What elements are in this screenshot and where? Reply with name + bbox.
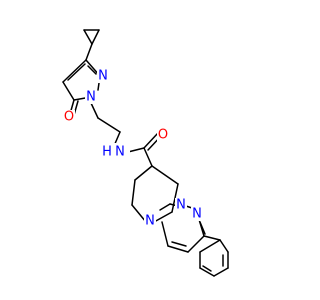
atom-label-n: N — [98, 69, 108, 84]
bond — [127, 147, 145, 153]
bond — [171, 241, 187, 247]
bond — [213, 267, 229, 277]
chemical-structure: N N O H N O N N N — [62, 29, 229, 277]
atom-label-nh-n: N — [115, 145, 125, 160]
atom-n-pyridazine-1: N — [175, 198, 187, 213]
bond — [143, 147, 153, 167]
bond — [134, 165, 153, 181]
atom-labels: N N O H N O N N N — [63, 69, 203, 229]
bond — [62, 59, 87, 83]
atom-o-ring-carbonyl: O — [63, 110, 75, 125]
bond — [161, 221, 169, 247]
atom-n-pyrimidinone-3: N — [97, 69, 109, 84]
bond — [151, 165, 179, 185]
bond — [143, 132, 159, 149]
bond — [202, 265, 212, 272]
bond — [153, 211, 173, 223]
bond — [187, 235, 205, 253]
atom-nh-amide: H N — [100, 143, 130, 160]
atom-n-pyrimidinone-1: N — [85, 90, 97, 105]
atom-label-n: N — [192, 207, 202, 222]
bond — [199, 267, 215, 277]
bond — [131, 204, 147, 223]
atom-label-n: N — [86, 90, 96, 105]
bonds — [62, 29, 229, 277]
bond — [159, 203, 171, 211]
bond — [131, 179, 136, 206]
atom-n-piperidine: N — [144, 214, 156, 229]
atom-o-amide: O — [157, 128, 169, 143]
bond — [62, 81, 75, 101]
atom-label-n: N — [176, 198, 186, 213]
bond — [83, 29, 93, 45]
bond — [199, 239, 221, 253]
atom-label-nh-h: H — [102, 145, 112, 160]
bond — [167, 245, 189, 253]
bond — [219, 239, 229, 253]
atom-label-n: N — [145, 214, 155, 229]
bond — [67, 63, 86, 81]
bond — [203, 235, 221, 241]
bond — [85, 43, 93, 61]
bond — [97, 117, 121, 133]
bond — [90, 102, 99, 119]
atom-label-o: O — [64, 110, 74, 125]
atom-n-pyridazine-2: N — [191, 207, 203, 222]
bond — [87, 65, 97, 75]
bond — [199, 221, 206, 235]
bond — [91, 29, 100, 45]
atom-label-o: O — [158, 128, 168, 143]
